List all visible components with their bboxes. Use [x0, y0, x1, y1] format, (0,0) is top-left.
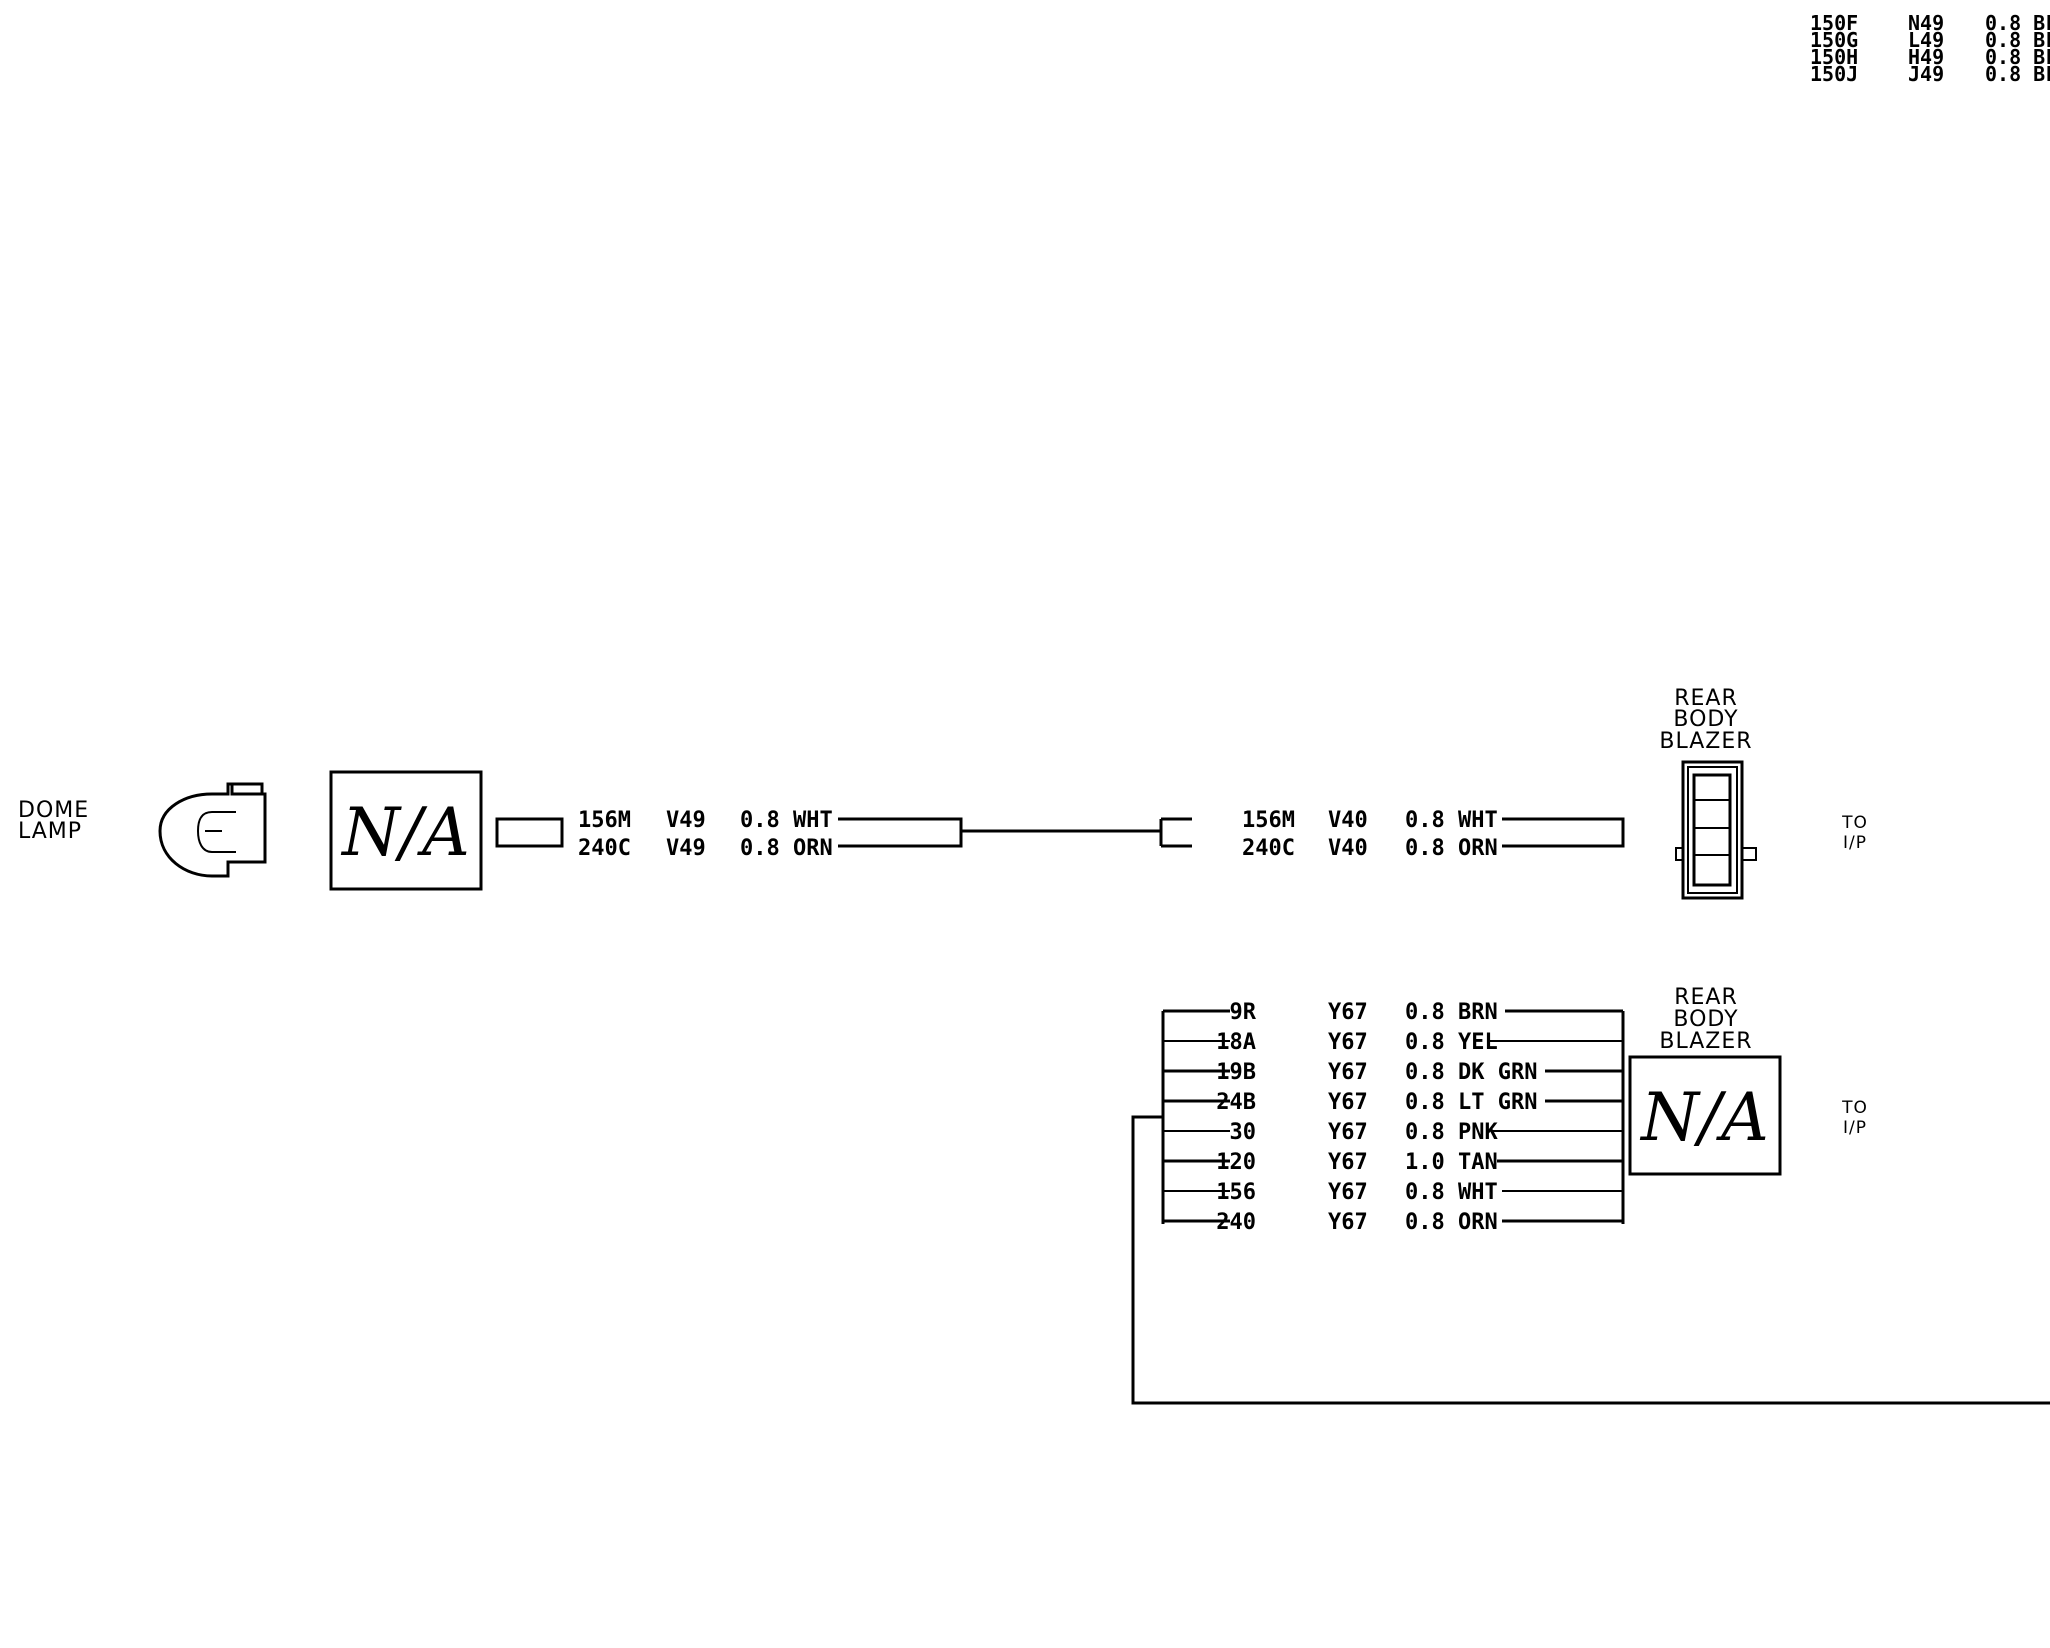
na-box-right: N/A — [1628, 1055, 1782, 1176]
bundle-gauge-color: 0.8 YEL — [1405, 1030, 1498, 1055]
rear-body-top-line1: REAR — [1674, 686, 1738, 711]
rear-body-bottom-line2: BODY — [1673, 1007, 1738, 1032]
dome-lamp-label-line1: DOME — [18, 798, 89, 823]
mid-wire-pair: 156M V40 0.8 WHT 240C V40 0.8 ORN — [1159, 808, 1625, 861]
top-table-gauge-color: 0.8 BL — [1985, 62, 2050, 86]
bundle-circuit: 30 — [1230, 1120, 1257, 1145]
left-wire-pair: 156M V49 0.8 WHT 240C V49 0.8 ORN — [495, 808, 1161, 861]
to-ip-top-line1: TO — [1841, 813, 1868, 833]
wire-gauge-color: 0.8 WHT — [740, 808, 833, 833]
bundle-gauge-color: 0.8 LT GRN — [1405, 1090, 1537, 1115]
top-table-gauge-color: 0.8 BL — [1985, 11, 2050, 35]
bundle-circuit: 240 — [1216, 1210, 1256, 1235]
dome-lamp-label: DOME LAMP — [18, 798, 89, 844]
bundle-connector: Y67 — [1328, 1180, 1368, 1205]
bundle-gauge-color: 0.8 DK GRN — [1405, 1060, 1537, 1085]
bundle-gauge-color: 1.0 TAN — [1405, 1150, 1498, 1175]
bundle-connector: Y67 — [1328, 1090, 1368, 1115]
to-ip-top-line2: I/P — [1843, 833, 1867, 853]
to-ip-label-bottom: TO I/P — [1841, 1098, 1868, 1138]
bundle-connector: Y67 — [1328, 1030, 1368, 1055]
bundle-gauge-color: 0.8 WHT — [1405, 1180, 1498, 1205]
bundle-gauge-color: 0.8 BRN — [1405, 1000, 1498, 1025]
top-table-circuit: 150J — [1810, 62, 1858, 86]
bundle-gauge-color: 0.8 PNK — [1405, 1120, 1498, 1145]
wire-gauge-color: 0.8 ORN — [740, 836, 833, 861]
rear-body-top-line3: BLAZER — [1659, 729, 1752, 754]
na-box-left: N/A — [329, 770, 483, 891]
to-ip-bottom-line1: TO — [1841, 1098, 1868, 1118]
dome-lamp-connector-icon — [158, 782, 267, 878]
top-table-gauge-color: 0.8 BL — [1985, 28, 2050, 52]
top-table-connector: H49 — [1908, 45, 1944, 69]
wire-connector: V49 — [666, 836, 706, 861]
rear-body-bottom-line3: BLAZER — [1659, 1029, 1752, 1054]
wire-gauge-color: 0.8 ORN — [1405, 836, 1498, 861]
wire-circuit: 240C — [578, 836, 631, 861]
rear-body-blazer-label-top: REAR BODY BLAZER — [1659, 686, 1752, 754]
bundle-gauge-color: 0.8 ORN — [1405, 1210, 1498, 1235]
bundle-circuit: 18A — [1216, 1030, 1256, 1055]
wire-gauge-color: 0.8 WHT — [1405, 808, 1498, 833]
bundle-connector: Y67 — [1328, 1150, 1368, 1175]
top-table-connector: N49 — [1908, 11, 1944, 35]
bundle-connector: Y67 — [1328, 1120, 1368, 1145]
na-box-left-label: N/A — [340, 794, 470, 871]
dome-lamp-label-line2: LAMP — [18, 819, 82, 844]
bundle-circuit: 24B — [1216, 1090, 1256, 1115]
bundle-connector: Y67 — [1328, 1060, 1368, 1085]
wire-connector: V49 — [666, 808, 706, 833]
bundle-wires: 9R Y67 0.8 BRN 18A Y67 0.8 YEL 19B Y67 0… — [1131, 1000, 2050, 1405]
wire-circuit: 240C — [1242, 836, 1295, 861]
to-ip-label-top: TO I/P — [1841, 813, 1868, 853]
na-box-right-label: N/A — [1639, 1079, 1769, 1156]
to-ip-bottom-line2: I/P — [1843, 1118, 1867, 1138]
top-table-connector: J49 — [1908, 62, 1944, 86]
top-table-gauge-color: 0.8 BL — [1985, 45, 2050, 69]
wire-circuit: 156M — [578, 808, 631, 833]
rear-body-bottom-line1: REAR — [1674, 985, 1738, 1010]
bundle-circuit: 19B — [1216, 1060, 1256, 1085]
top-conductor-table: 150F N49 0.8 BL 150G L49 0.8 BL 150H H49… — [1810, 11, 2050, 86]
bundle-circuit: 156 — [1216, 1180, 1256, 1205]
top-table-connector: L49 — [1908, 28, 1944, 52]
top-table-circuit: 150H — [1810, 45, 1858, 69]
bundle-circuit: 120 — [1216, 1150, 1256, 1175]
bundle-circuit: 9R — [1230, 1000, 1257, 1025]
wire-connector: V40 — [1328, 836, 1368, 861]
bundle-connector: Y67 — [1328, 1210, 1368, 1235]
wire-connector: V40 — [1328, 808, 1368, 833]
top-table-circuit: 150G — [1810, 28, 1858, 52]
rear-body-blazer-label-bottom: REAR BODY BLAZER — [1659, 985, 1752, 1054]
inline-connector-icon — [1675, 760, 1757, 900]
rear-body-top-line2: BODY — [1673, 707, 1738, 732]
top-table-circuit: 150F — [1810, 11, 1858, 35]
wire-circuit: 156M — [1242, 808, 1295, 833]
bundle-connector: Y67 — [1328, 1000, 1368, 1025]
